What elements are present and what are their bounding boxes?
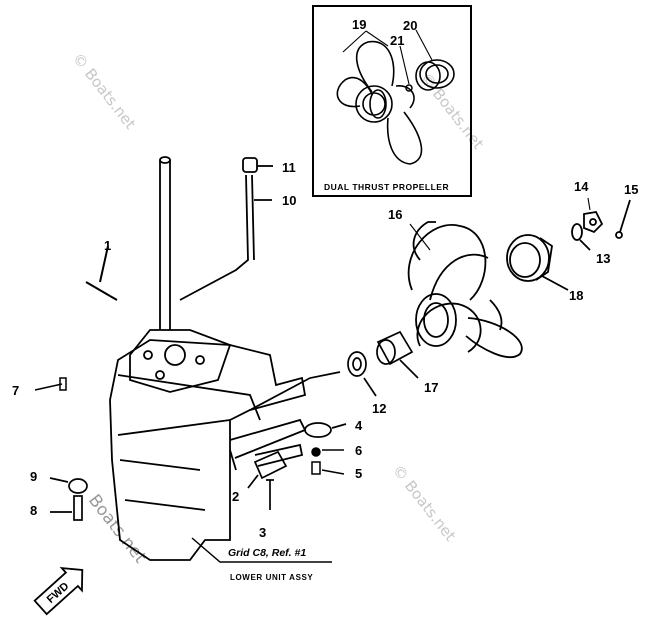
reference-grid: Grid C8, Ref. #1 (228, 547, 306, 559)
callout-18: 18 (569, 288, 583, 303)
callout-2: 2 (232, 489, 239, 504)
callout-9: 9 (30, 469, 37, 484)
callout-8: 8 (30, 503, 37, 518)
part-11-grommet (242, 157, 273, 173)
part-14-nut (583, 211, 604, 234)
part-13-washer (571, 223, 591, 251)
lower-unit-housing (109, 156, 307, 561)
callout-5: 5 (355, 466, 362, 481)
part-3-screw (266, 479, 274, 510)
part-4-anode (304, 422, 347, 438)
callout-1: 1 (104, 238, 111, 253)
watermark-top-right: © Boats.net (417, 69, 488, 152)
inset-panel: 19 20 21 DUAL THRUST PROPELLER (312, 5, 472, 197)
part-17-collar (376, 330, 419, 379)
inset-callout-20: 20 (403, 18, 417, 33)
callout-leaders (409, 197, 591, 251)
part-10-water-tube (179, 174, 272, 301)
reference-assembly: LOWER UNIT ASSY (230, 573, 313, 582)
callout-11: 11 (282, 160, 296, 175)
callout-14: 14 (574, 179, 589, 194)
svg-text:© Boats.net: © Boats.net (69, 49, 140, 132)
part-15-cotter-pin (615, 199, 631, 239)
callout-13: 13 (596, 251, 610, 266)
fwd-arrow: FWD (33, 567, 84, 616)
svg-text:© Boats.net: © Boats.net (389, 461, 460, 544)
callout-12: 12 (372, 401, 386, 416)
inset-leaders (342, 29, 433, 85)
part-5-bolt (311, 449, 345, 475)
part-7-screw (34, 377, 67, 391)
inset-callout-19: 19 (352, 17, 366, 32)
inset-pin (405, 84, 413, 92)
inset-frame (312, 5, 472, 197)
part-18-bushing (506, 234, 569, 291)
part-2-plate (247, 450, 288, 489)
callout-16: 16 (388, 207, 402, 222)
callout-17: 17 (424, 380, 438, 395)
callout-15: 15 (624, 182, 638, 197)
part-6-washer (311, 447, 321, 457)
callout-3: 3 (259, 525, 266, 540)
reference-bracket (191, 537, 332, 563)
inset-propeller (336, 40, 423, 165)
callout-6: 6 (355, 443, 362, 458)
inset-title: DUAL THRUST PROPELLER (324, 182, 449, 192)
watermark-top-left: © Boats.net (69, 49, 140, 132)
inset-washer (415, 59, 455, 91)
callout-7: 7 (12, 383, 19, 398)
part-16-propeller (407, 221, 523, 359)
svg-text:© Boats.net: © Boats.net (417, 69, 488, 152)
callout-10: 10 (282, 193, 296, 208)
part-9-washer (49, 477, 88, 494)
part-1-pin (85, 245, 118, 301)
callout-4: 4 (355, 418, 363, 433)
inset-callout-21: 21 (390, 33, 404, 48)
watermark-bottom-right: © Boats.net (389, 461, 460, 544)
part-8-bolt (50, 495, 83, 521)
part-12-spacer (249, 351, 377, 411)
